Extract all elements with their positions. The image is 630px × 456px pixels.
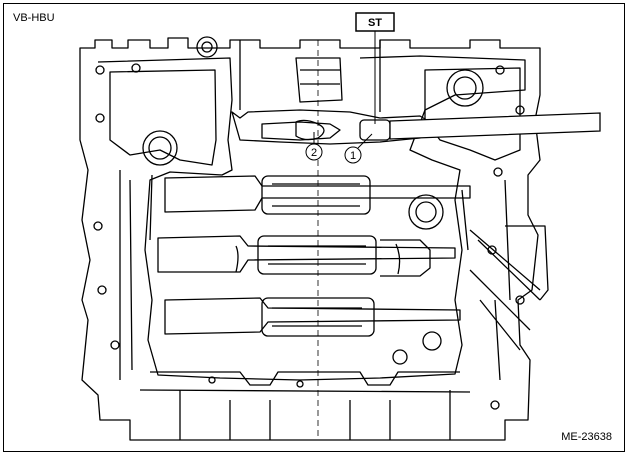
- boss-upper-right: [446, 69, 484, 107]
- figure-corner-code: VB-HBU: [13, 12, 55, 24]
- special-tool-shaft: [389, 112, 601, 140]
- callout-1-circle: [344, 146, 362, 164]
- callout-st-text: ST: [368, 17, 382, 29]
- boss-top-left: [196, 36, 218, 58]
- block-inner-outline: [97, 55, 526, 381]
- crank-web-2: [157, 235, 456, 273]
- crank-web-1: [164, 175, 471, 213]
- figure-frame: VB-HBU ME-23638: [3, 3, 625, 452]
- journal-1: [261, 175, 371, 215]
- boss-upper-left: [142, 130, 178, 166]
- callout-2-text: 2: [311, 147, 317, 159]
- callout-1-leader: [357, 133, 373, 149]
- crank-web-3: [164, 297, 461, 335]
- boss-middle-right: [408, 194, 444, 230]
- journal-2: [257, 235, 377, 275]
- block-outline: [79, 37, 541, 441]
- callout-1-text: 1: [350, 150, 356, 162]
- figure-id: ME-23638: [561, 431, 612, 443]
